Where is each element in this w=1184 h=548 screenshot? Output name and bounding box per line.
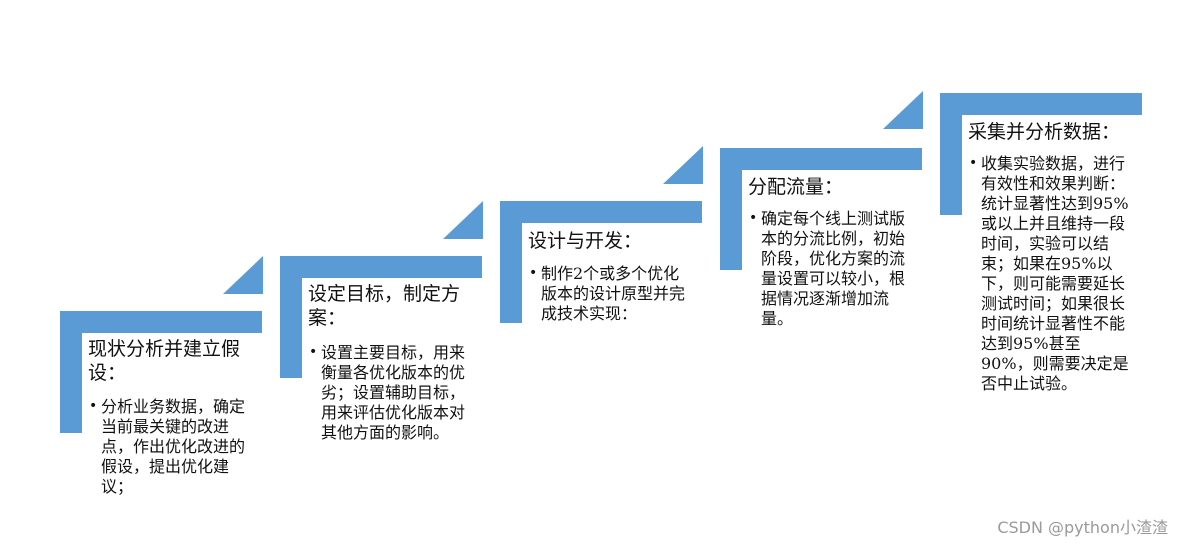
bullet-icon: •: [749, 210, 758, 226]
watermark: CSDN @python小渣渣: [997, 518, 1168, 537]
step-5-bullet-text: 收集实验数据，进行有效性和效果判断：统计显著性达到95%或以上并且维持一段时间，…: [981, 154, 1129, 393]
step-1-side-bar: [60, 311, 82, 433]
step-5-bullet: • 收集实验数据，进行有效性和效果判断：统计显著性达到95%或以上并且维持一段时…: [969, 154, 1131, 394]
bullet-icon: •: [529, 265, 538, 281]
step-4-bullet: • 确定每个线上测试版本的分流比例，初始阶段，优化方案的流量设置可以较小，根据情…: [749, 209, 911, 329]
step-2-top-bar: [280, 256, 482, 278]
bullet-icon: •: [309, 344, 318, 360]
step-3-bullet-text: 制作2个或多个优化版本的设计原型并完成技术实现：: [541, 264, 686, 323]
step-2-bullet-text: 设置主要目标，用来衡量各优化版本的优劣；设置辅助目标，用来评估优化版本对其他方面…: [321, 343, 466, 442]
step-2-side-bar: [280, 256, 302, 378]
step-4-top-bar: [720, 148, 922, 170]
step-1-top-bar: [60, 311, 262, 333]
step-4-bullet-text: 确定每个线上测试版本的分流比例，初始阶段，优化方案的流量设置可以较小，根据情况逐…: [761, 209, 906, 328]
bullet-icon: •: [969, 155, 978, 171]
step-3-top-bar: [500, 201, 702, 223]
step-3-arrow-tip: [663, 146, 703, 184]
step-4-side-bar: [720, 148, 742, 270]
step-5-side-bar: [940, 93, 962, 215]
step-1-bullet-text: 分析业务数据，确定当前最关键的改进点，作出优化改进的假设，提出优化建议；: [101, 397, 246, 496]
step-4-title: 分配流量：: [748, 176, 844, 198]
step-5-title: 采集并分析数据：: [968, 121, 1121, 143]
step-3-title: 设计与开发：: [528, 230, 643, 252]
bullet-icon: •: [89, 398, 98, 414]
step-3-side-bar: [500, 201, 522, 323]
step-1-bullet: • 分析业务数据，确定当前最关键的改进点，作出优化改进的假设，提出优化建议；: [89, 397, 251, 497]
step-2-title: 设定目标，制定方案：: [308, 283, 461, 329]
step-4-arrow-tip: [883, 91, 923, 129]
step-2-arrow-tip: [443, 201, 483, 239]
step-2-bullet: • 设置主要目标，用来衡量各优化版本的优劣；设置辅助目标，用来评估优化版本对其他…: [309, 343, 471, 443]
step-1-arrow-tip: [223, 256, 263, 294]
step-5-top-bar: [940, 93, 1142, 115]
step-3-bullet: • 制作2个或多个优化版本的设计原型并完成技术实现：: [529, 264, 691, 324]
step-1-title: 现状分析并建立假设：: [88, 338, 241, 384]
